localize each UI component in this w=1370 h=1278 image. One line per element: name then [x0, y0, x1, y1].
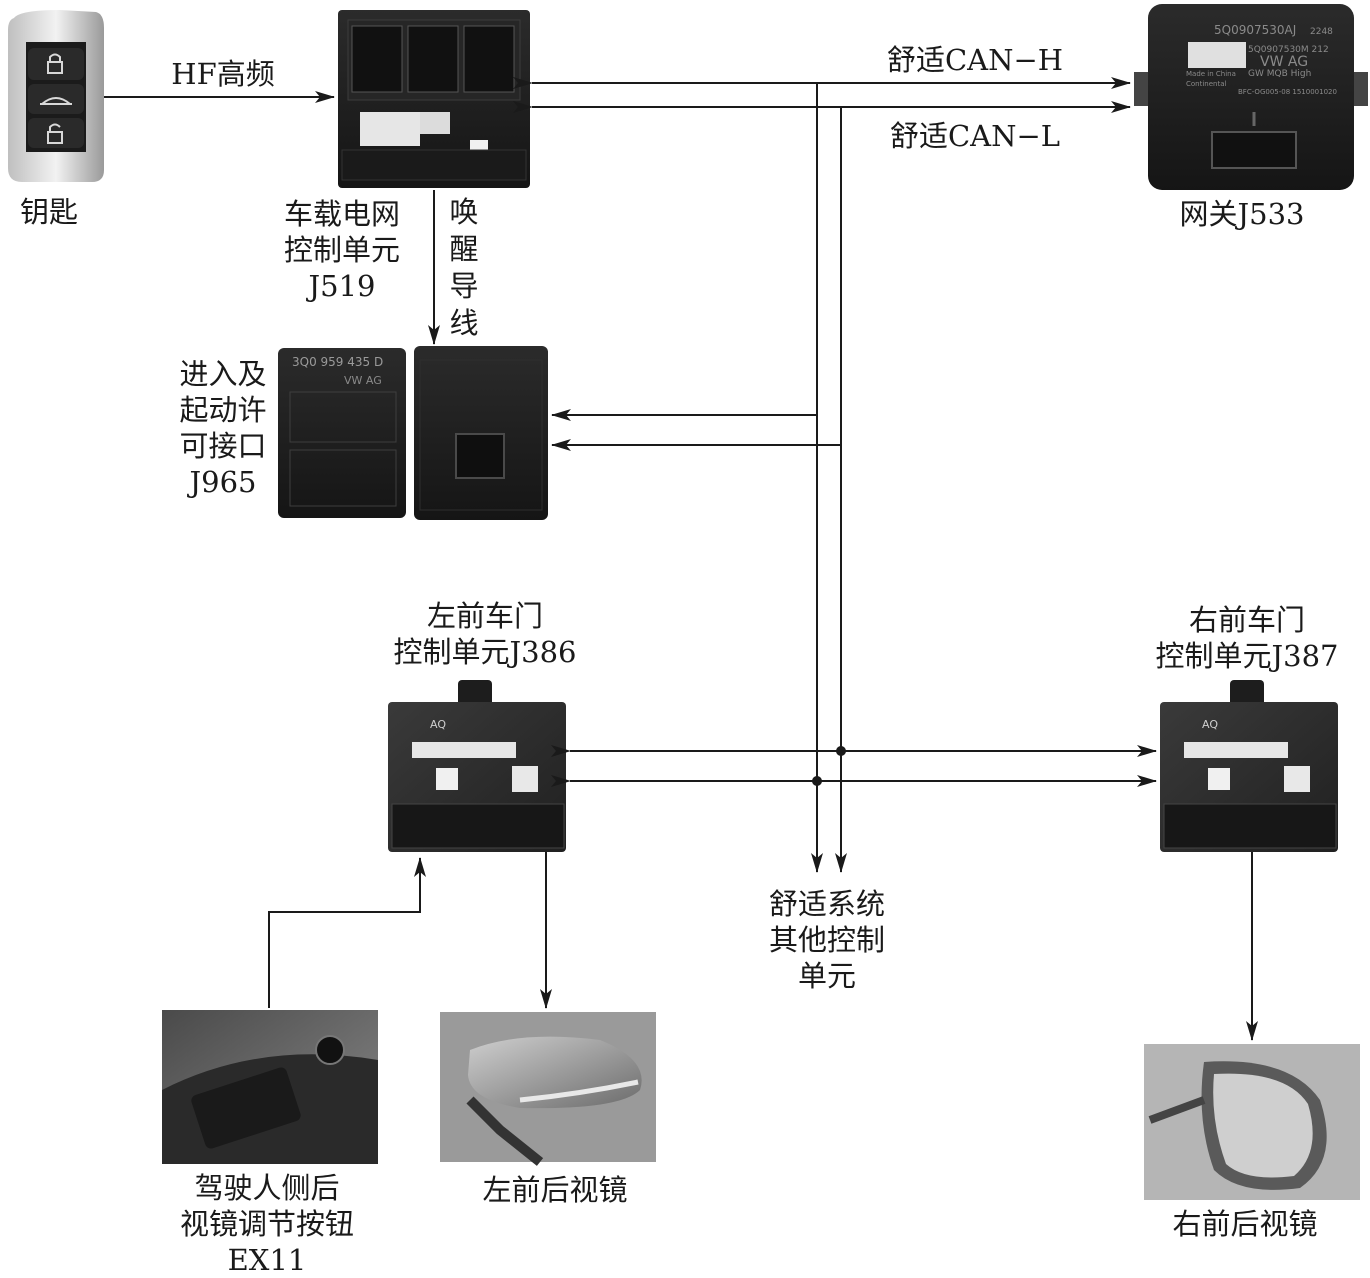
ex11-label: 驾驶人侧后 视镜调节按钮 EX11 — [160, 1170, 374, 1278]
key-fob-image — [8, 10, 104, 182]
other-units-line1: 舒适系统 — [768, 887, 885, 921]
hf-signal-label: HF高频 — [171, 57, 275, 91]
other-units-line3: 单元 — [797, 959, 856, 993]
j519-label-line2: 控制单元 — [283, 233, 400, 267]
ex11-label-line2: 视镜调节按钮 — [179, 1207, 354, 1241]
j965-label: 进入及 起动许 可接口 J965 — [170, 356, 276, 500]
j965-label-line1: 进入及 — [179, 357, 267, 391]
gateway-serial: BFC-OG005-08 1510001020 — [1238, 88, 1337, 96]
right-mirror-image — [1144, 1044, 1360, 1200]
gateway-hw-number: 5Q0907530M 212 — [1248, 45, 1329, 55]
j387-label: 右前车门 控制单元J387 — [1142, 602, 1352, 674]
ex11-label-line3: EX11 — [227, 1243, 307, 1277]
other-units-line2: 其他控制 — [768, 923, 885, 957]
ex11-switch-image — [162, 1010, 378, 1164]
j386-label-line2: 控制单元J386 — [393, 635, 577, 669]
junction-dot — [836, 746, 846, 756]
j965-part-number: 3Q0 959 435 D — [292, 355, 383, 369]
j519-label-line3: J519 — [308, 269, 376, 303]
j519-label-line1: 车载电网 — [283, 197, 400, 231]
gateway-date-code: 2248 — [1310, 27, 1333, 37]
j387-label-line2: 控制单元J387 — [1155, 639, 1339, 673]
ex11-to-j386-arrow — [268, 857, 426, 1008]
j386-module-image: AQ — [388, 680, 566, 852]
j519-module-image — [338, 10, 530, 188]
wake-char-3: 导 — [449, 269, 479, 303]
j965-maker: VW AG — [344, 374, 382, 387]
j965-interface-image: 3Q0 959 435 D VW AG — [278, 346, 548, 520]
j386-label-line1: 左前车门 — [426, 599, 543, 633]
j386-label: 左前车门 控制单元J386 — [380, 598, 590, 670]
right-mirror-label: 右前后视镜 — [1172, 1207, 1318, 1241]
gateway-part-number: 5Q0907530AJ — [1214, 23, 1296, 37]
gateway-model: GW MQB High — [1248, 69, 1311, 79]
can-h-label: 舒适CAN−H — [886, 43, 1064, 77]
can-l-label: 舒适CAN−L — [889, 119, 1061, 153]
left-mirror-image — [440, 1012, 656, 1166]
ex11-label-line1: 驾驶人侧后 — [194, 1171, 340, 1205]
j965-label-line3: 可接口 — [179, 429, 267, 463]
wake-char-2: 醒 — [449, 232, 479, 266]
left-mirror-label: 左前后视镜 — [482, 1173, 628, 1207]
trunk-icon — [40, 97, 72, 105]
gateway-origin: Made in China — [1186, 70, 1236, 78]
j519-label: 车载电网 控制单元 J519 — [270, 196, 414, 304]
unlock-icon — [47, 123, 63, 144]
gateway-label: 网关J533 — [1179, 197, 1305, 231]
junction-dot — [812, 776, 822, 786]
other-units-label: 舒适系统 其他控制 单元 — [752, 886, 902, 994]
j387-maker-mark: AQ — [1202, 718, 1218, 731]
key-label: 钥匙 — [19, 195, 78, 229]
gateway-j533-image: 5Q0907530AJ 2248 5Q0907530M 212 VW AG GW… — [1134, 4, 1368, 190]
wake-up-wire-label: 唤 醒 导 线 — [444, 194, 484, 342]
j965-label-line4: J965 — [189, 465, 257, 499]
lock-icon — [47, 53, 63, 74]
j965-label-line2: 起动许 — [179, 393, 267, 427]
j387-module-image: AQ — [1160, 680, 1338, 852]
gateway-maker: VW AG — [1260, 54, 1308, 70]
connection-lines — [104, 77, 1258, 1041]
wake-char-1: 唤 — [449, 195, 479, 229]
gateway-supplier: Continental — [1186, 80, 1227, 88]
j387-label-line1: 右前车门 — [1188, 603, 1305, 637]
j386-maker-mark: AQ — [430, 718, 446, 731]
wake-char-4: 线 — [449, 306, 479, 340]
